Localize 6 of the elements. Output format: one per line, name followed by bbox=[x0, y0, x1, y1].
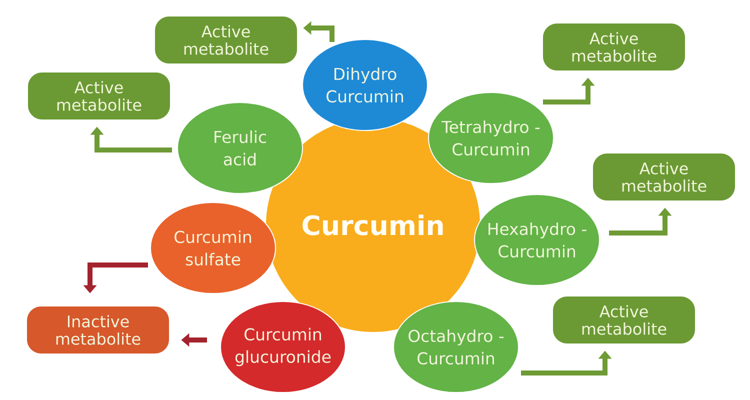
rounded-box: Active metabolite bbox=[593, 154, 735, 200]
rounded-box: Active metabolite bbox=[543, 24, 685, 70]
rounded-box: Inactive metabolite bbox=[27, 306, 169, 354]
rounded-box: Active metabolite bbox=[155, 16, 297, 64]
rounded-box: Active metabolite bbox=[553, 296, 695, 344]
rounded-box: Active metabolite bbox=[28, 72, 170, 120]
